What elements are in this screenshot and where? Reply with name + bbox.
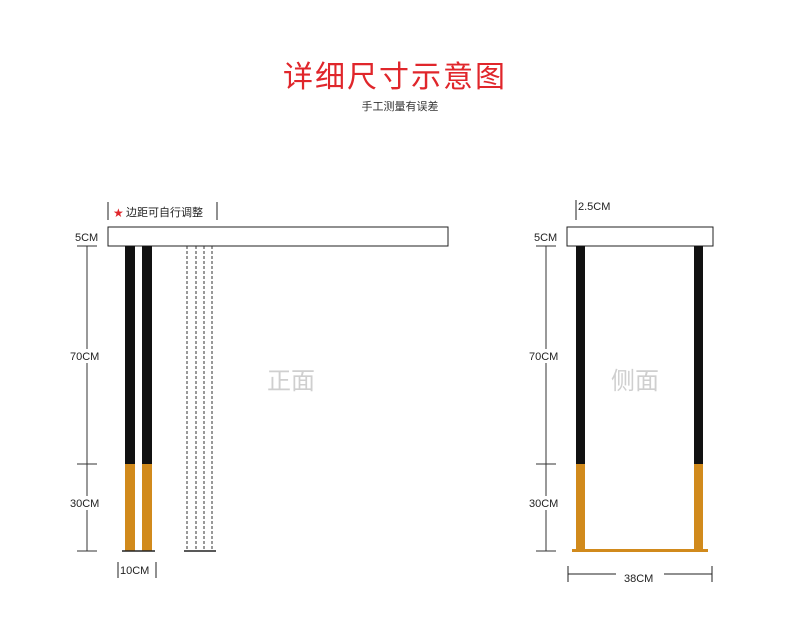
side-dim-lower: 30CM: [529, 498, 558, 510]
front-table-top: [107, 226, 449, 247]
front-dim-upper: 70CM: [70, 351, 99, 363]
front-dim-lower: 30CM: [70, 498, 99, 510]
side-dim-upper: 70CM: [529, 351, 558, 363]
side-bottom-rail: [572, 549, 708, 552]
side-dim-top-thickness: 2.5CM: [578, 201, 610, 213]
diagram-title: 详细尺寸示意图: [283, 60, 507, 95]
front-leg-left-lower: [125, 464, 135, 551]
side-leg-right-lower: [694, 464, 703, 551]
side-leg-left-upper: [576, 246, 585, 464]
front-dim-leg-width: 10CM: [120, 565, 149, 577]
front-leg-right-lower: [142, 464, 152, 551]
front-leg-adjustable-outline: [186, 246, 213, 551]
front-margin-note: 边距可自行调整: [126, 205, 203, 219]
side-leg-right-upper: [694, 246, 703, 464]
side-leg-left-lower: [576, 464, 585, 551]
front-view: 5CM 70CM 30CM ★ 边距可自行调整 10CM 正面: [66, 202, 449, 578]
side-view-label: 侧面: [611, 367, 659, 395]
front-dim-top: 5CM: [75, 232, 98, 244]
side-view: 5CM 70CM 30CM 2.5CM 38CM 侧面: [525, 200, 714, 585]
side-dim-top: 5CM: [534, 232, 557, 244]
front-leg-left-upper: [125, 246, 135, 464]
side-table-top: [566, 226, 714, 247]
star-icon: ★: [113, 206, 124, 220]
front-view-label: 正面: [267, 367, 315, 395]
side-dim-depth: 38CM: [624, 573, 653, 585]
diagram-subtitle: 手工测量有误差: [361, 100, 439, 113]
front-leg-right-upper: [142, 246, 152, 464]
